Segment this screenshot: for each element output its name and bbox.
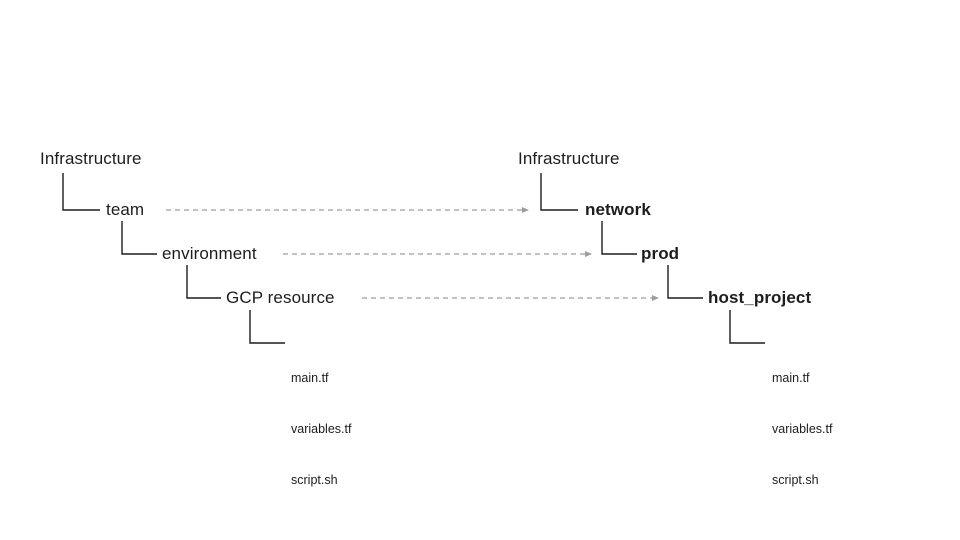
left-tree-node-gcp-resource: GCP resource	[226, 288, 335, 307]
left-tree-node-team: team	[106, 200, 145, 219]
left-tree-file-list: main.tf variables.tf script.sh	[291, 336, 351, 523]
right-tree-root-label: Infrastructure	[518, 149, 620, 168]
right-tree-file-list: main.tf variables.tf script.sh	[772, 336, 832, 523]
right-connector-host-project-to-files	[729, 310, 765, 344]
right-file-variables-tf: variables.tf	[772, 422, 833, 436]
left-file-main-tf: main.tf	[291, 371, 329, 385]
right-connector-root-to-network	[540, 173, 578, 211]
left-connector-gcp-resource-to-files	[249, 310, 285, 344]
left-connector-environment-to-gcp-resource	[186, 265, 221, 299]
right-tree-node-network: network	[585, 200, 651, 219]
left-connector-root-to-team	[62, 173, 100, 211]
right-connector-prod-to-host-project	[667, 265, 703, 299]
left-tree-node-environment: environment	[162, 244, 257, 263]
right-file-main-tf: main.tf	[772, 371, 810, 385]
right-tree-node-prod: prod	[641, 244, 680, 263]
right-connector-network-to-prod	[601, 221, 637, 255]
right-file-script-sh: script.sh	[772, 473, 819, 487]
left-connector-team-to-environment	[121, 221, 157, 255]
left-tree-root-label: Infrastructure	[40, 149, 142, 168]
left-file-script-sh: script.sh	[291, 473, 338, 487]
right-tree-node-host-project: host_project	[708, 288, 812, 307]
left-file-variables-tf: variables.tf	[291, 422, 352, 436]
